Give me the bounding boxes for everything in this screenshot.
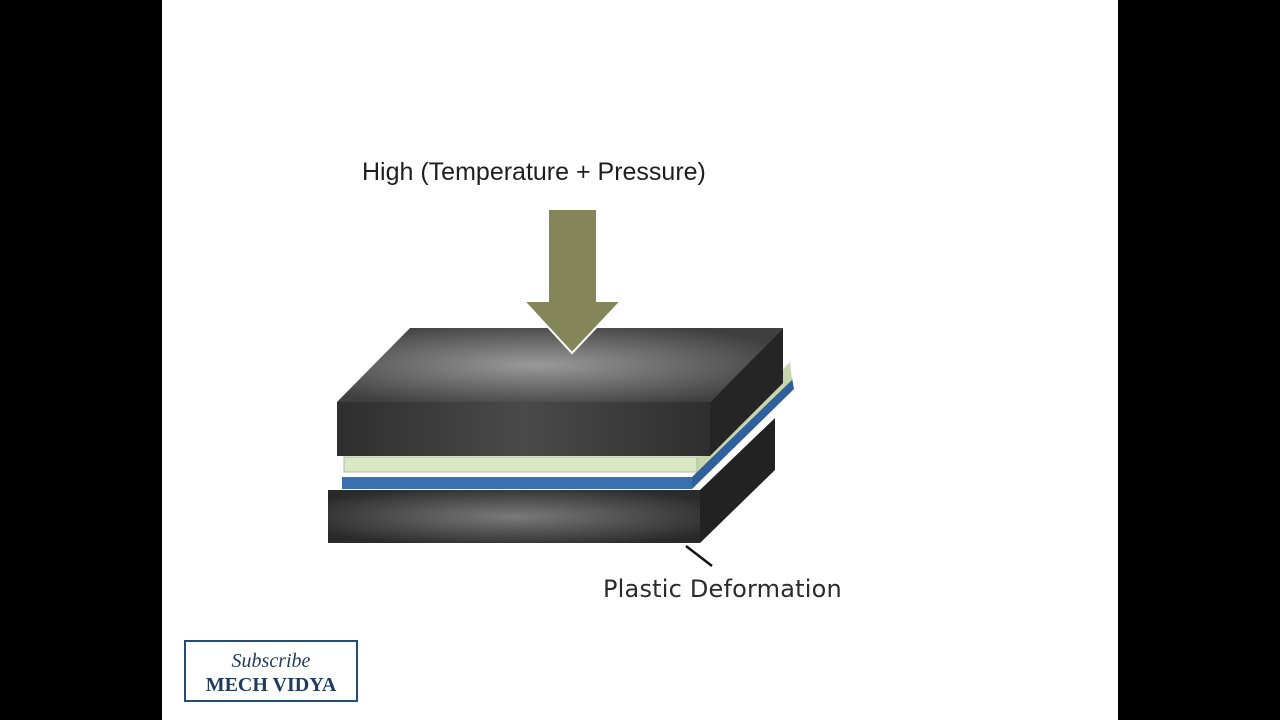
top-plate-top-face: [337, 328, 783, 402]
pressure-arrow: [521, 208, 624, 355]
force-label: High (Temperature + Pressure): [362, 158, 706, 186]
subscribe-text: Subscribe: [231, 650, 311, 672]
top-plate: [337, 328, 783, 456]
bottom-plate: [328, 418, 775, 567]
bottom-plate-side: [700, 418, 775, 543]
lower-interlayer: [342, 378, 794, 489]
subscribe-watermark[interactable]: Subscribe MECH VIDYA: [184, 640, 358, 702]
top-plate-front: [337, 402, 710, 456]
plastic-deformation-label: Plastic Deformation: [603, 575, 842, 603]
bottom-plate-front: [328, 490, 700, 543]
channel-name: MECH VIDYA: [205, 674, 337, 696]
top-plate-side: [710, 328, 783, 456]
